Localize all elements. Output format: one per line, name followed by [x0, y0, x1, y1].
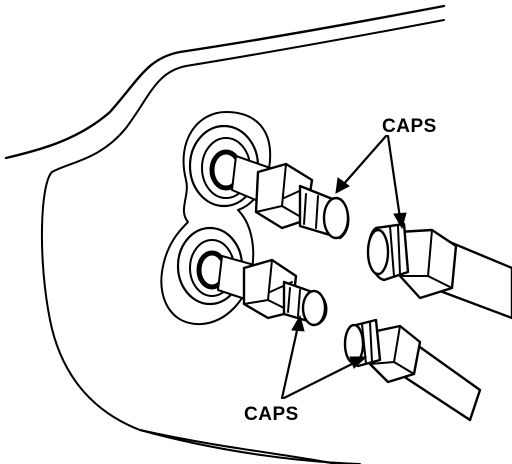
upper-fitting — [188, 124, 350, 240]
panel-outer-edge — [4, 4, 446, 160]
upper-callout: CAPS — [335, 116, 437, 230]
upper-leader-line-1 — [340, 134, 388, 188]
lower-cap-end — [301, 289, 327, 327]
upper-hose-nut-facets — [399, 229, 453, 289]
upper-cap-end — [322, 196, 350, 240]
lower-cap-ridges — [287, 287, 301, 317]
panel-bottom-edge — [139, 429, 337, 464]
lower-fitting — [176, 226, 328, 327]
upper-cap-ridges — [303, 193, 319, 229]
lower-arrowhead-2 — [349, 356, 368, 369]
caps-label-upper: CAPS — [382, 116, 437, 137]
upper-leader-line-2 — [386, 134, 402, 220]
lower-leader-line-1 — [280, 324, 300, 400]
lower-leader-line-2 — [282, 360, 358, 400]
upper-hose-assembly — [366, 222, 512, 320]
upper-arrowhead-2 — [393, 212, 407, 230]
upper-hose-cap-end — [366, 228, 390, 276]
lower-hose-nut-facets — [369, 325, 415, 375]
lower-hose-assembly — [343, 318, 482, 422]
upper-hose-cap-ridges — [389, 225, 401, 277]
lower-callout: CAPS — [244, 314, 368, 425]
caps-label-lower: CAPS — [244, 404, 299, 425]
upper-arrowhead-1 — [335, 177, 350, 194]
lower-arrowhead-1 — [291, 314, 305, 332]
